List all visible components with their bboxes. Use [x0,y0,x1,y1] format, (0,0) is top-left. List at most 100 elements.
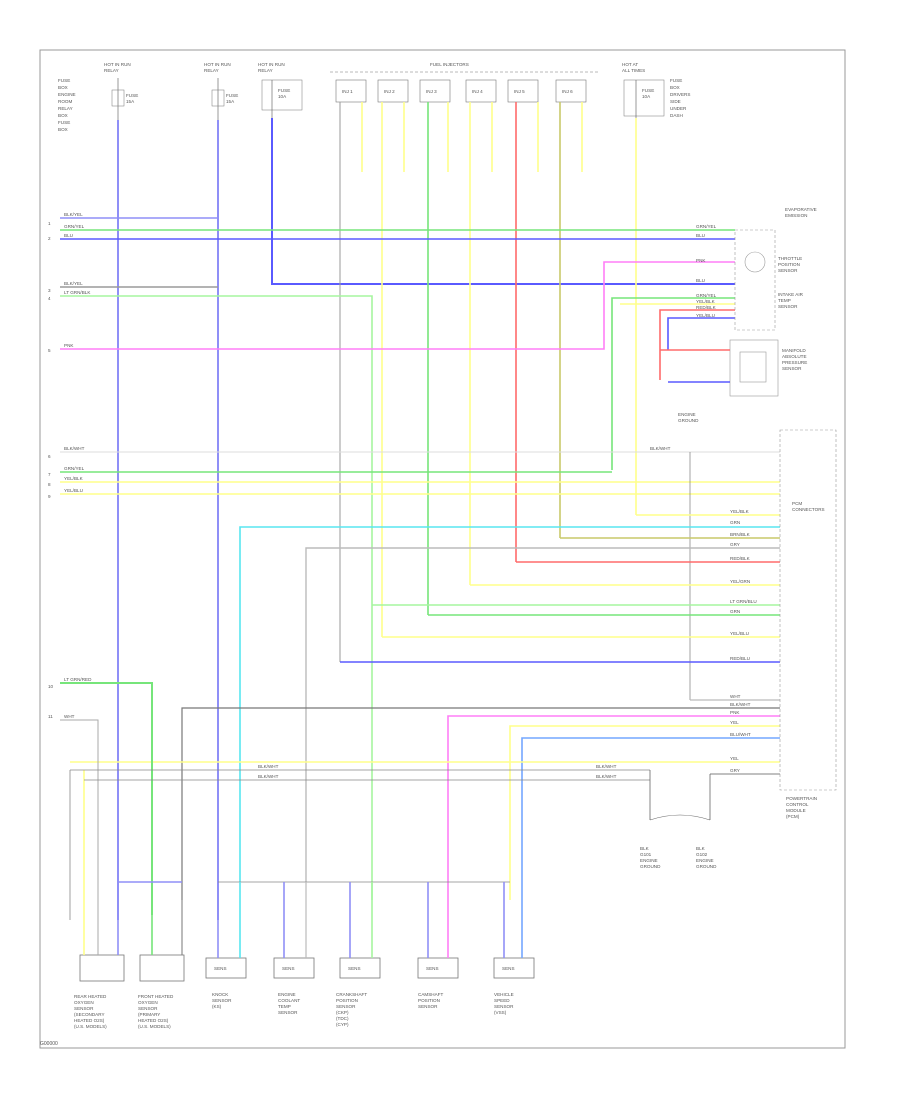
fuse-block-1: HOT IN RUN RELAY FUSE 15A [104,62,138,120]
svg-text:PNK: PNK [64,343,74,348]
svg-text:PCM: PCM [792,501,802,506]
sensor-label-4: ENGINE COOLANT TEMP SENSOR [278,992,300,1015]
svg-text:FUSE: FUSE [58,78,70,83]
svg-text:COOLANT: COOLANT [278,998,300,1003]
svg-text:(U.S. MODELS): (U.S. MODELS) [74,1024,107,1029]
svg-text:MANIFOLD: MANIFOLD [782,348,806,353]
svg-text:10A: 10A [642,94,651,99]
svg-text:PNK: PNK [696,258,706,263]
svg-text:(KS): (KS) [212,1004,222,1009]
svg-text:BOX: BOX [58,85,68,90]
svg-text:G101: G101 [640,852,652,857]
svg-text:BLK: BLK [696,846,706,851]
wire-blue-fuse3 [271,118,735,285]
svg-text:INJ 5: INJ 5 [514,89,525,94]
svg-text:MODULE: MODULE [786,808,806,813]
svg-text:YEL/BLK: YEL/BLK [696,299,716,304]
svg-text:(PRIMARY: (PRIMARY [138,1012,160,1017]
svg-text:FUSE: FUSE [278,88,290,93]
svg-text:YEL: YEL [730,756,739,761]
svg-text:YEL/GRN: YEL/GRN [730,579,750,584]
diagram-frame [39,49,846,1049]
svg-text:BLU: BLU [696,278,705,283]
svg-text:7: 7 [48,472,51,477]
svg-text:POWERTRAIN: POWERTRAIN [786,796,817,801]
svg-text:GRN: GRN [730,520,740,525]
svg-text:BLU: BLU [696,233,705,238]
svg-text:OXYGEN: OXYGEN [74,1000,94,1005]
svg-text:POSITION: POSITION [778,262,800,267]
svg-text:WHT: WHT [64,714,75,719]
svg-text:RED/BLU: RED/BLU [730,656,750,661]
svg-text:1: 1 [48,221,51,226]
svg-text:BOX: BOX [58,127,68,132]
svg-text:TEMP: TEMP [778,298,791,303]
svg-text:ABSOLUTE: ABSOLUTE [782,354,807,359]
top-right-label: FUSE BOX DRIVERS SIDE UNDER DASH [670,78,690,118]
sensor-box-7 [493,957,535,979]
svg-text:EMISSION: EMISSION [785,213,807,218]
svg-text:HOT AT: HOT AT [622,62,638,67]
svg-text:ENGINE: ENGINE [678,412,696,417]
svg-text:10A: 10A [278,94,287,99]
svg-text:(VSS): (VSS) [494,1010,507,1015]
svg-text:(TDC): (TDC) [336,1016,349,1021]
sensor-box-6 [417,957,459,979]
sensor-box-5 [339,957,381,979]
svg-text:OXYGEN: OXYGEN [138,1000,158,1005]
svg-text:BLK/WHT: BLK/WHT [64,446,85,451]
svg-text:SENS: SENS [282,966,295,971]
svg-text:4: 4 [48,296,51,301]
svg-text:INJ 1: INJ 1 [342,89,353,94]
svg-text:SENSOR: SENSOR [278,1010,298,1015]
svg-text:WHT: WHT [730,694,741,699]
svg-text:REAR HEATED: REAR HEATED [74,994,107,999]
sensor-label-3: KNOCK SENSOR (KS) [212,992,232,1009]
svg-text:UNDER: UNDER [670,106,687,111]
svg-text:INJ 3: INJ 3 [426,89,437,94]
svg-text:ENGINE: ENGINE [640,858,658,863]
svg-text:9: 9 [48,494,51,499]
svg-text:YEL/BLU: YEL/BLU [64,488,83,493]
svg-text:LT GRN/BLU: LT GRN/BLU [730,599,757,604]
sensor-box-3 [205,957,247,979]
svg-text:FUSE: FUSE [58,120,70,125]
svg-text:BLK/WHT: BLK/WHT [730,702,751,707]
map-sensor [729,339,779,397]
svg-text:5: 5 [48,348,51,353]
top-left-label: FUSE BOX ENGINE ROOM RELAY BOX FUSE BOX [58,78,76,132]
svg-text:SENSOR: SENSOR [212,998,232,1003]
svg-text:(PCM): (PCM) [786,814,800,819]
svg-text:FUSE: FUSE [126,93,138,98]
svg-text:BLK/YEL: BLK/YEL [64,212,83,217]
svg-text:RELAY: RELAY [58,106,73,111]
svg-text:RED/BLK: RED/BLK [696,305,717,310]
svg-text:3: 3 [48,288,51,293]
svg-text:RELAY: RELAY [258,68,273,73]
svg-text:(CKP): (CKP) [336,1010,349,1015]
svg-text:VEHICLE: VEHICLE [494,992,514,997]
svg-text:BLK/WHT: BLK/WHT [596,764,617,769]
fuse-block-3: HOT IN RUN RELAY FUSE 10A [258,62,303,118]
svg-text:BLK/WHT: BLK/WHT [596,774,617,779]
pcm-box [779,429,837,791]
svg-text:TEMP: TEMP [278,1004,291,1009]
svg-text:SENSOR: SENSOR [336,1004,356,1009]
svg-text:BLK: BLK [640,846,650,851]
svg-text:INJ 6: INJ 6 [562,89,573,94]
svg-text:FUSE: FUSE [642,88,654,93]
sensor-label-5: CRANKSHAFT POSITION SENSOR (CKP) (TDC) (… [336,992,367,1027]
svg-text:SENSOR: SENSOR [74,1006,94,1011]
svg-text:RED/BLK: RED/BLK [730,556,751,561]
svg-text:DRIVERS: DRIVERS [670,92,690,97]
svg-text:15A: 15A [226,99,235,104]
sensor-label-1: REAR HEATED OXYGEN SENSOR (SECONDARY HEA… [74,994,107,1029]
svg-text:ENGINE: ENGINE [278,992,296,997]
svg-text:CONTROL: CONTROL [786,802,809,807]
svg-text:ENGINE: ENGINE [696,858,714,863]
svg-text:HEATED O2S): HEATED O2S) [138,1018,169,1023]
svg-text:(CYP): (CYP) [336,1022,349,1027]
svg-text:BLU: BLU [64,233,73,238]
